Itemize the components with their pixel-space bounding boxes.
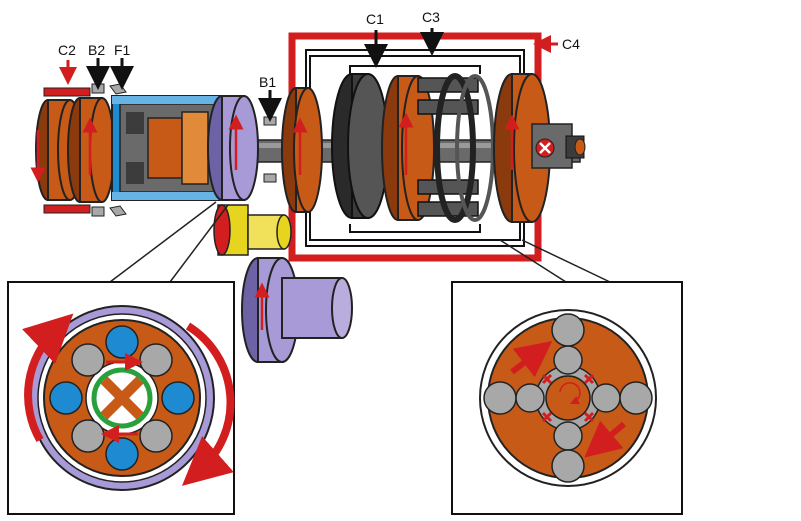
f1-clutch-top: [109, 83, 127, 95]
ring-gear: [207, 95, 259, 201]
leader-right-a: [499, 239, 567, 283]
label-b2: B2: [88, 42, 105, 58]
label-b1: B1: [259, 74, 276, 90]
c3-rotor-group: [381, 73, 495, 223]
leader-left-a: [169, 204, 229, 283]
label-c4: C4: [562, 36, 580, 52]
planetary-cage: [111, 95, 231, 201]
output-rotor: [493, 73, 586, 223]
b1-brake-bottom: [263, 173, 277, 183]
b1-brake-top: [263, 116, 277, 126]
c2-rotor-group: [30, 87, 115, 214]
label-c1: C1: [366, 11, 384, 27]
leader-left-b: [109, 201, 217, 283]
left-inset: [7, 281, 235, 515]
f1-clutch-bottom: [109, 205, 127, 217]
label-c3: C3: [422, 9, 440, 25]
leader-right-b: [521, 239, 611, 283]
label-c2: C2: [58, 42, 76, 58]
b2-brake-bottom: [91, 206, 105, 217]
c1-clutch-drum: [331, 73, 389, 219]
b2-brake-top: [91, 83, 105, 94]
right-inset: [451, 281, 683, 515]
c1-rotor: [281, 87, 323, 213]
transfer-gears: [213, 204, 353, 363]
label-f1: F1: [114, 42, 131, 58]
